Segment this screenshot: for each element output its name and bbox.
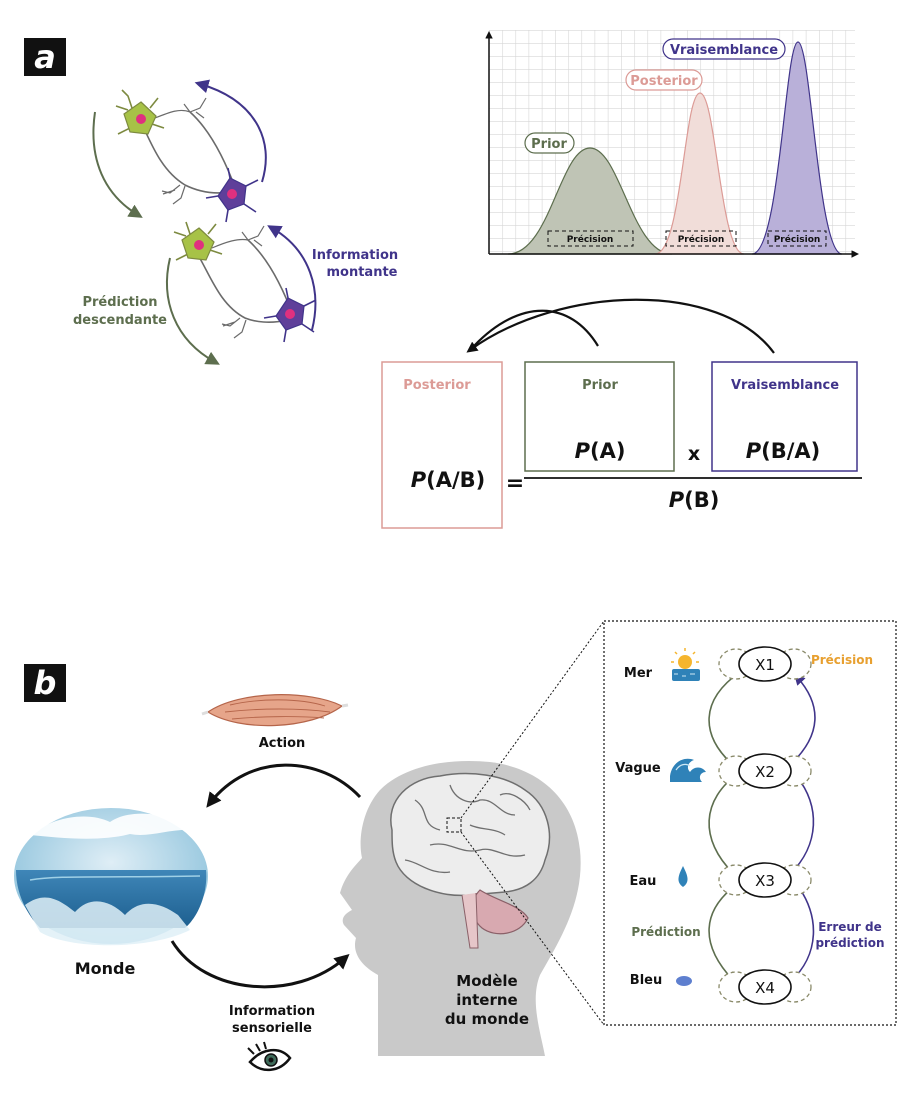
- posterior-curve: [654, 92, 745, 255]
- precision-label-likelihood: Précision: [774, 234, 821, 245]
- posterior-box-title: Posterior: [403, 378, 471, 393]
- zoom-line-top: [460, 620, 605, 819]
- hierarchy-inset: X1 X2 X3 X4 Mer: [603, 620, 897, 1026]
- action-arrow: [206, 763, 362, 808]
- water-drop-icon: [678, 866, 688, 887]
- prediction-arrow-lower: [166, 257, 220, 365]
- node-x3-label: X3: [755, 872, 775, 890]
- error-label-line1: Erreur de: [818, 920, 882, 934]
- prior-box-title: Prior: [582, 378, 618, 393]
- posterior-expression: P(A/B): [411, 468, 486, 492]
- neuron-pair-lower: [173, 221, 317, 343]
- information-arrow-lower: [267, 225, 317, 331]
- node-x1: X1: [718, 646, 812, 682]
- likelihood-box: [711, 361, 858, 472]
- precision-label-inset: Précision: [811, 653, 873, 667]
- model-label-line1: Modèle: [456, 972, 517, 990]
- sensory-label-line1: Information: [229, 1004, 315, 1019]
- panel-a-badge: [24, 38, 66, 76]
- information-label-line1: Information: [312, 248, 398, 263]
- eye-icon: [247, 1041, 292, 1071]
- zoom-region: [446, 817, 462, 833]
- prior-curve: [507, 147, 673, 255]
- world-sea-image: [14, 808, 208, 946]
- model-label-line2: interne: [456, 991, 517, 1009]
- information-arrow-upper: [194, 79, 267, 183]
- equals-sign: =: [506, 471, 524, 496]
- distribution-chart: Précision Précision Précision Prior Post…: [485, 30, 859, 258]
- prediction-label-line1: Prédiction: [82, 295, 157, 310]
- likelihood-box-title: Vraisemblance: [731, 378, 839, 393]
- panel-b: b Action Monde Information sensorielle: [14, 620, 897, 1071]
- likelihood-curve: [751, 41, 843, 255]
- error-label-line2: prédiction: [815, 936, 884, 950]
- node-x2-label: X2: [755, 763, 775, 781]
- prior-expression: P(A): [575, 439, 626, 463]
- level-label-eau: Eau: [630, 874, 657, 889]
- error-arrow-x3-x2: [789, 773, 815, 875]
- action-label: Action: [259, 736, 306, 751]
- world-label: Monde: [75, 959, 136, 978]
- likelihood-to-posterior-arrow: [466, 298, 775, 354]
- hierarchy-box: [603, 620, 897, 1026]
- evidence-expression: P(B): [669, 488, 720, 512]
- prior-curve-label: Prior: [531, 137, 567, 152]
- wave-icon: [670, 758, 706, 782]
- neuron-nucleus: [136, 114, 146, 124]
- model-label-line3: du monde: [445, 1010, 529, 1028]
- blue-ellipse-icon: [676, 976, 692, 986]
- prediction-arrow-upper: [92, 111, 143, 218]
- level-label-mer: Mer: [624, 666, 653, 681]
- prior-to-posterior-arrow: [473, 309, 599, 347]
- likelihood-curve-label: Vraisemblance: [670, 43, 778, 58]
- error-arrow-x2-x1: [789, 673, 816, 766]
- muscle-icon: [201, 694, 349, 727]
- neuron-pair-upper: [115, 89, 259, 223]
- times-sign: x: [688, 443, 700, 465]
- panel-b-letter: b: [34, 664, 57, 702]
- precision-label-prior: Précision: [567, 234, 614, 245]
- node-x2: X2: [718, 753, 812, 789]
- information-label-line2: montante: [326, 265, 397, 280]
- posterior-curve-label: Posterior: [630, 74, 698, 89]
- sensory-label-line2: sensorielle: [232, 1021, 312, 1036]
- prediction-arrow-x1-x2: [708, 671, 741, 769]
- sun-over-sea-icon: [671, 648, 700, 681]
- node-x4: X4: [718, 969, 812, 1005]
- brain-image: [390, 772, 551, 949]
- node-x4-label: X4: [755, 979, 775, 997]
- zoom-line-bottom: [460, 831, 605, 1026]
- posterior-box: [381, 361, 503, 529]
- precision-label-posterior: Précision: [678, 234, 725, 245]
- likelihood-expression: P(B/A): [746, 439, 821, 463]
- bayes-formula: Posterior Prior Vraisemblance P(A/B) = P…: [381, 361, 862, 529]
- panel-a-letter: a: [34, 38, 56, 76]
- sensory-arrow: [170, 940, 350, 989]
- prior-box: [524, 361, 675, 472]
- panel-a: a: [24, 30, 862, 529]
- prediction-label-inset: Prédiction: [631, 925, 700, 939]
- level-label-bleu: Bleu: [630, 973, 662, 988]
- prediction-label-line2: descendante: [73, 313, 167, 328]
- panel-b-badge: [24, 664, 66, 702]
- node-x3: X3: [718, 862, 812, 898]
- level-label-vague: Vague: [615, 761, 661, 776]
- node-x1-label: X1: [755, 656, 775, 674]
